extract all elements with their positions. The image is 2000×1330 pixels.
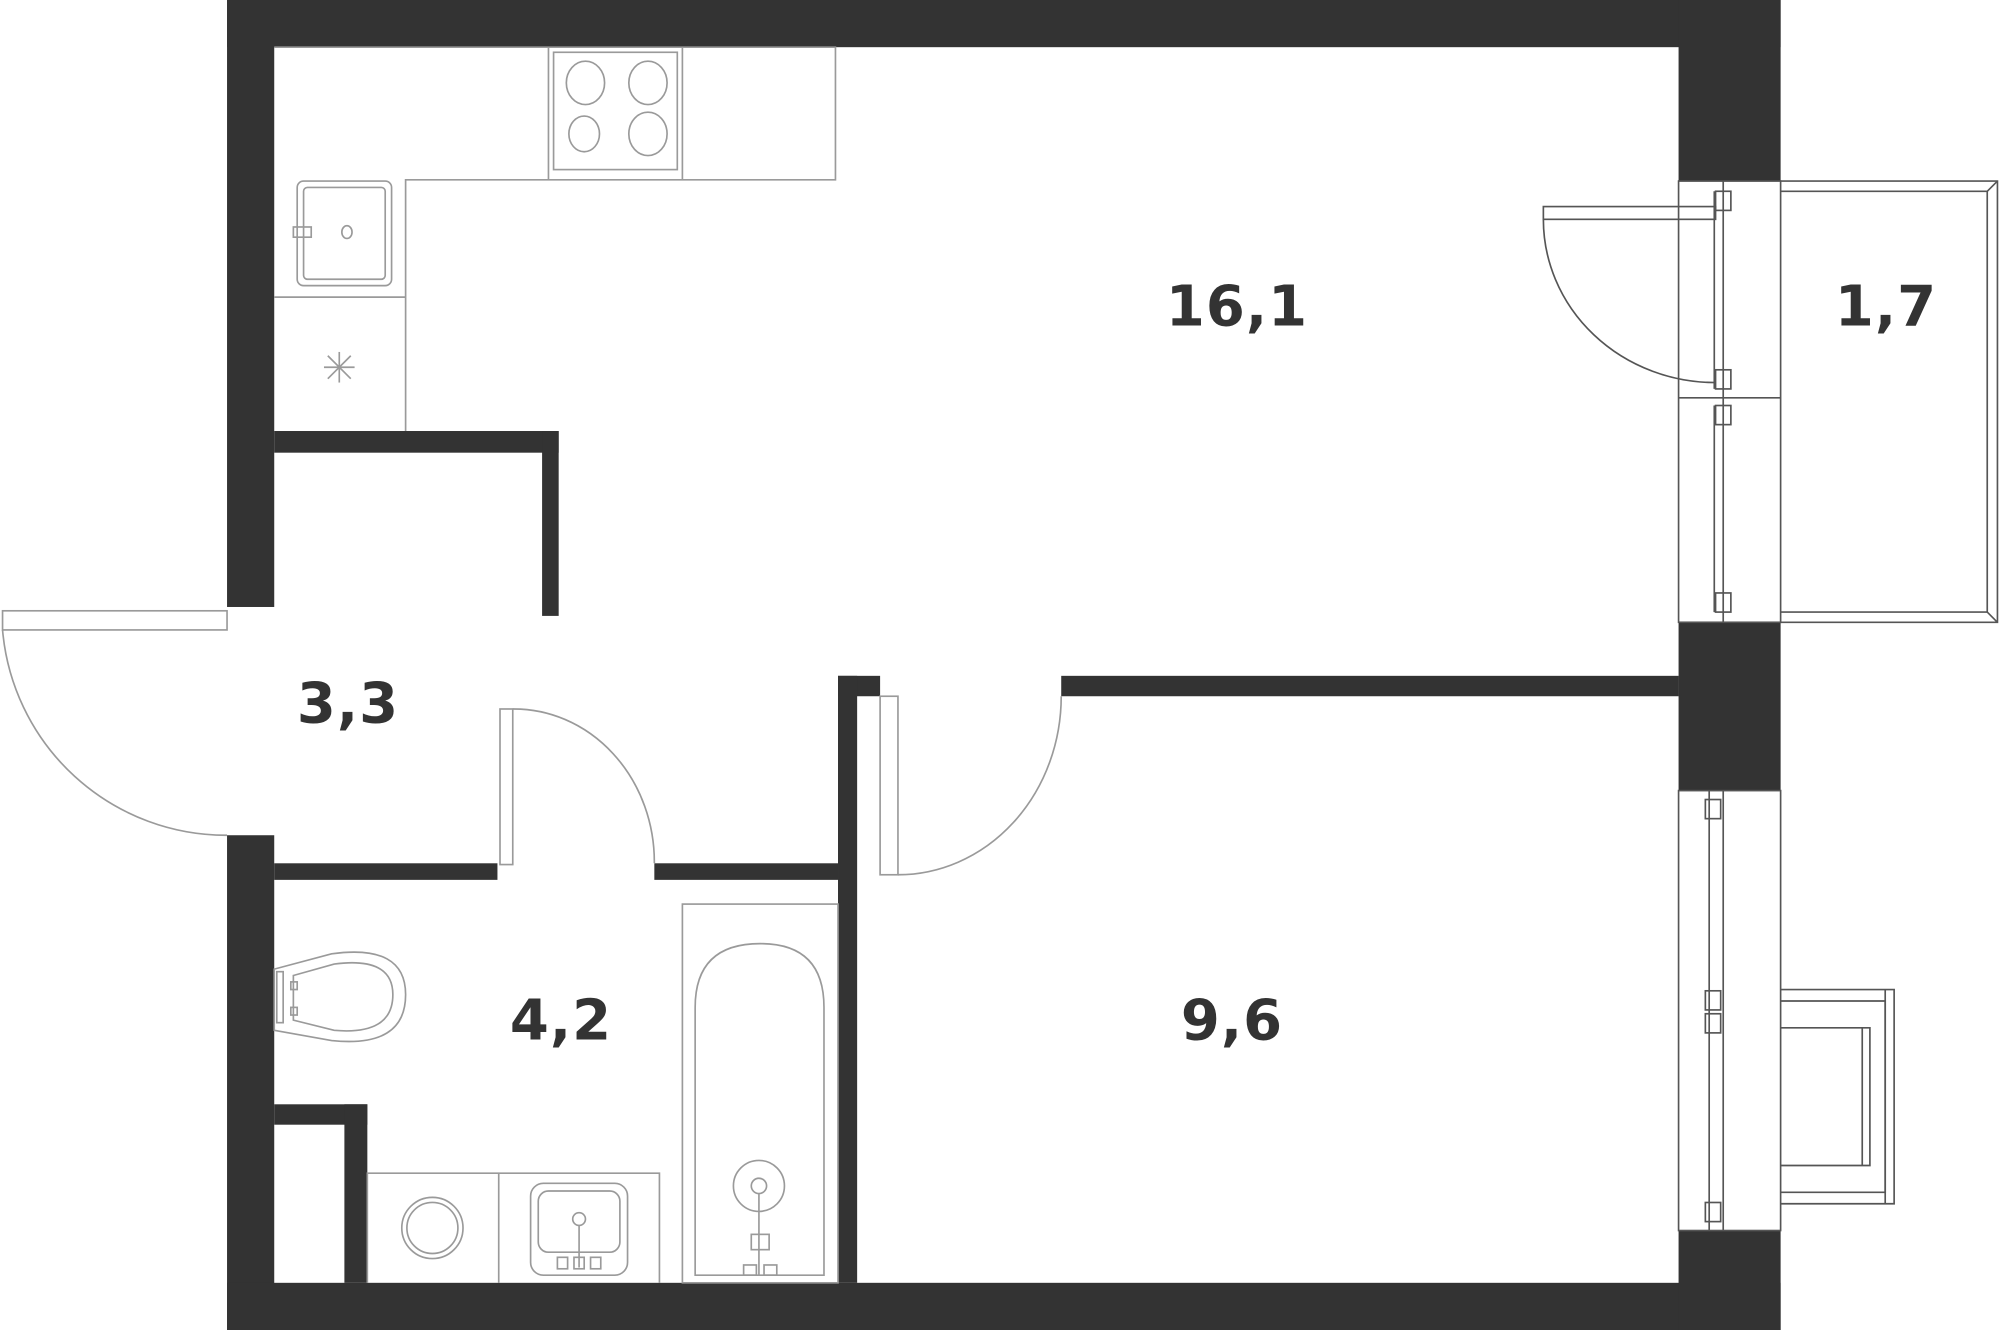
interior-walls [274, 431, 1679, 1283]
entrance-door-icon [1, 609, 228, 837]
bedroom-window-icon [1677, 789, 1782, 1232]
room-label-bathroom: 4,2 [509, 988, 613, 1054]
room-label-hallway: 3,3 [296, 671, 400, 737]
bathroom-sink-icon [529, 1182, 629, 1276]
stove-icon [552, 51, 679, 171]
kitchen-sink-icon [292, 180, 393, 287]
kitchen-counter [274, 46, 837, 432]
balcony-door-icon [1542, 180, 1782, 624]
bathroom-door-icon [499, 708, 656, 866]
ventilation-icon [323, 351, 355, 383]
balcony [1780, 180, 1999, 624]
room-label-living-kitchen: 16,1 [1165, 274, 1309, 340]
toilet-icon [273, 951, 407, 1043]
room-label-balcony: 1,7 [1834, 274, 1938, 340]
room-label-bedroom: 9,6 [1180, 988, 1284, 1054]
radiator-icon [1780, 988, 1895, 1205]
washing-machine-icon [366, 1172, 661, 1283]
exterior-walls [227, 0, 1781, 1330]
bathtub-icon [681, 903, 839, 1284]
bedroom-door-icon [879, 695, 1063, 876]
